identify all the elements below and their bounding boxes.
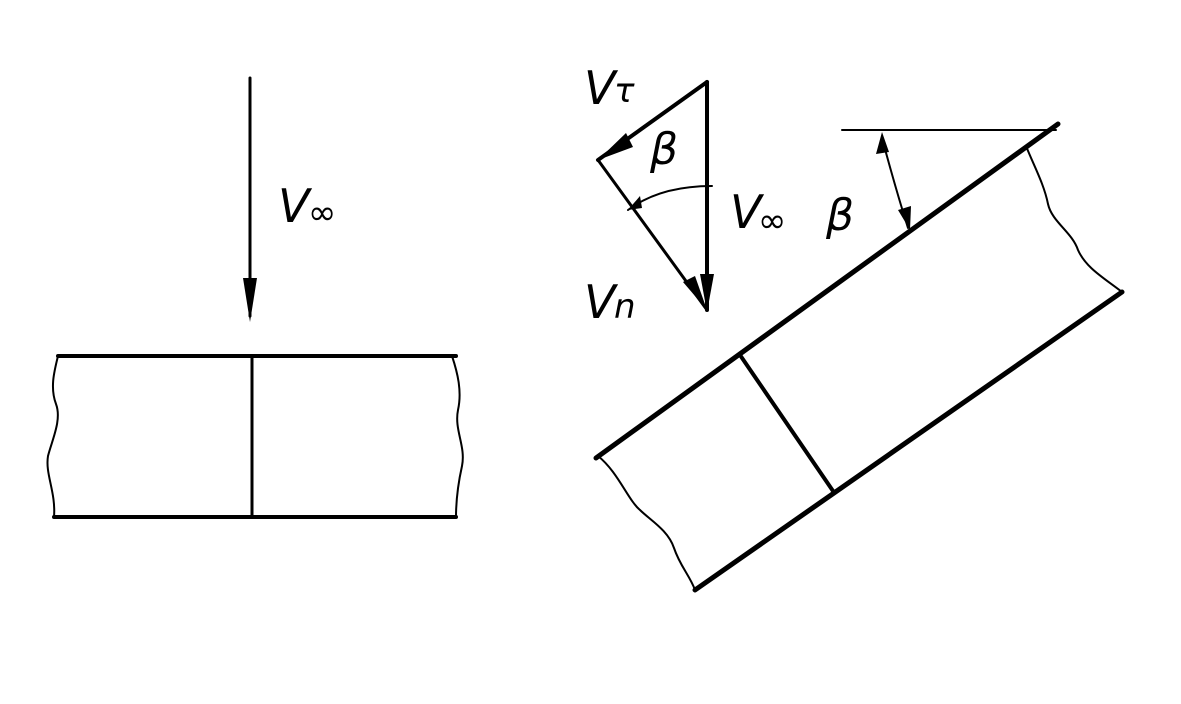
svg-text:∞: ∞ [758, 201, 786, 241]
normal-arrowhead [683, 276, 707, 310]
velocity-triangle [596, 80, 714, 312]
swept-wing-trailing-edge [692, 289, 1125, 593]
freestream-velocity-arrow-left [243, 76, 257, 322]
svg-text:V: V [584, 61, 619, 115]
straight-wing-left-break [46, 355, 59, 518]
swept-wing-leading-edge [593, 121, 1061, 461]
beta-arc-tip-triangle [628, 196, 642, 210]
swept-wing-left-break [597, 455, 696, 591]
sweep-arc-arrow-top [876, 132, 889, 154]
straight-wing-right-break [451, 355, 464, 518]
normal-velocity-label: V n [584, 275, 636, 329]
beta-label-sweep: β [825, 190, 854, 241]
freestream-label-left: V ∞ [278, 179, 336, 233]
freestream-arrowhead-left [243, 278, 257, 322]
svg-text:n: n [614, 287, 636, 327]
sweep-angle-indicator [841, 129, 1057, 230]
svg-text:∞: ∞ [308, 193, 336, 233]
svg-text:V: V [584, 275, 619, 329]
swept-wing-right-break [1025, 145, 1123, 293]
svg-text:τ: τ [614, 71, 635, 111]
tangential-arrowhead [598, 133, 633, 160]
freestream-label-right: V ∞ [730, 185, 786, 241]
svg-text:V: V [278, 179, 313, 233]
beta-label-triangle: β [649, 124, 678, 175]
tangential-velocity-label: V τ [584, 61, 635, 115]
swept-wing-chord-line [738, 353, 835, 493]
freestream-arrowhead-right [700, 274, 714, 312]
svg-text:V: V [730, 185, 765, 239]
swept-wing-section [593, 121, 1125, 593]
straight-wing-section [46, 354, 464, 519]
sweep-arc-arrow-bottom [898, 206, 911, 230]
